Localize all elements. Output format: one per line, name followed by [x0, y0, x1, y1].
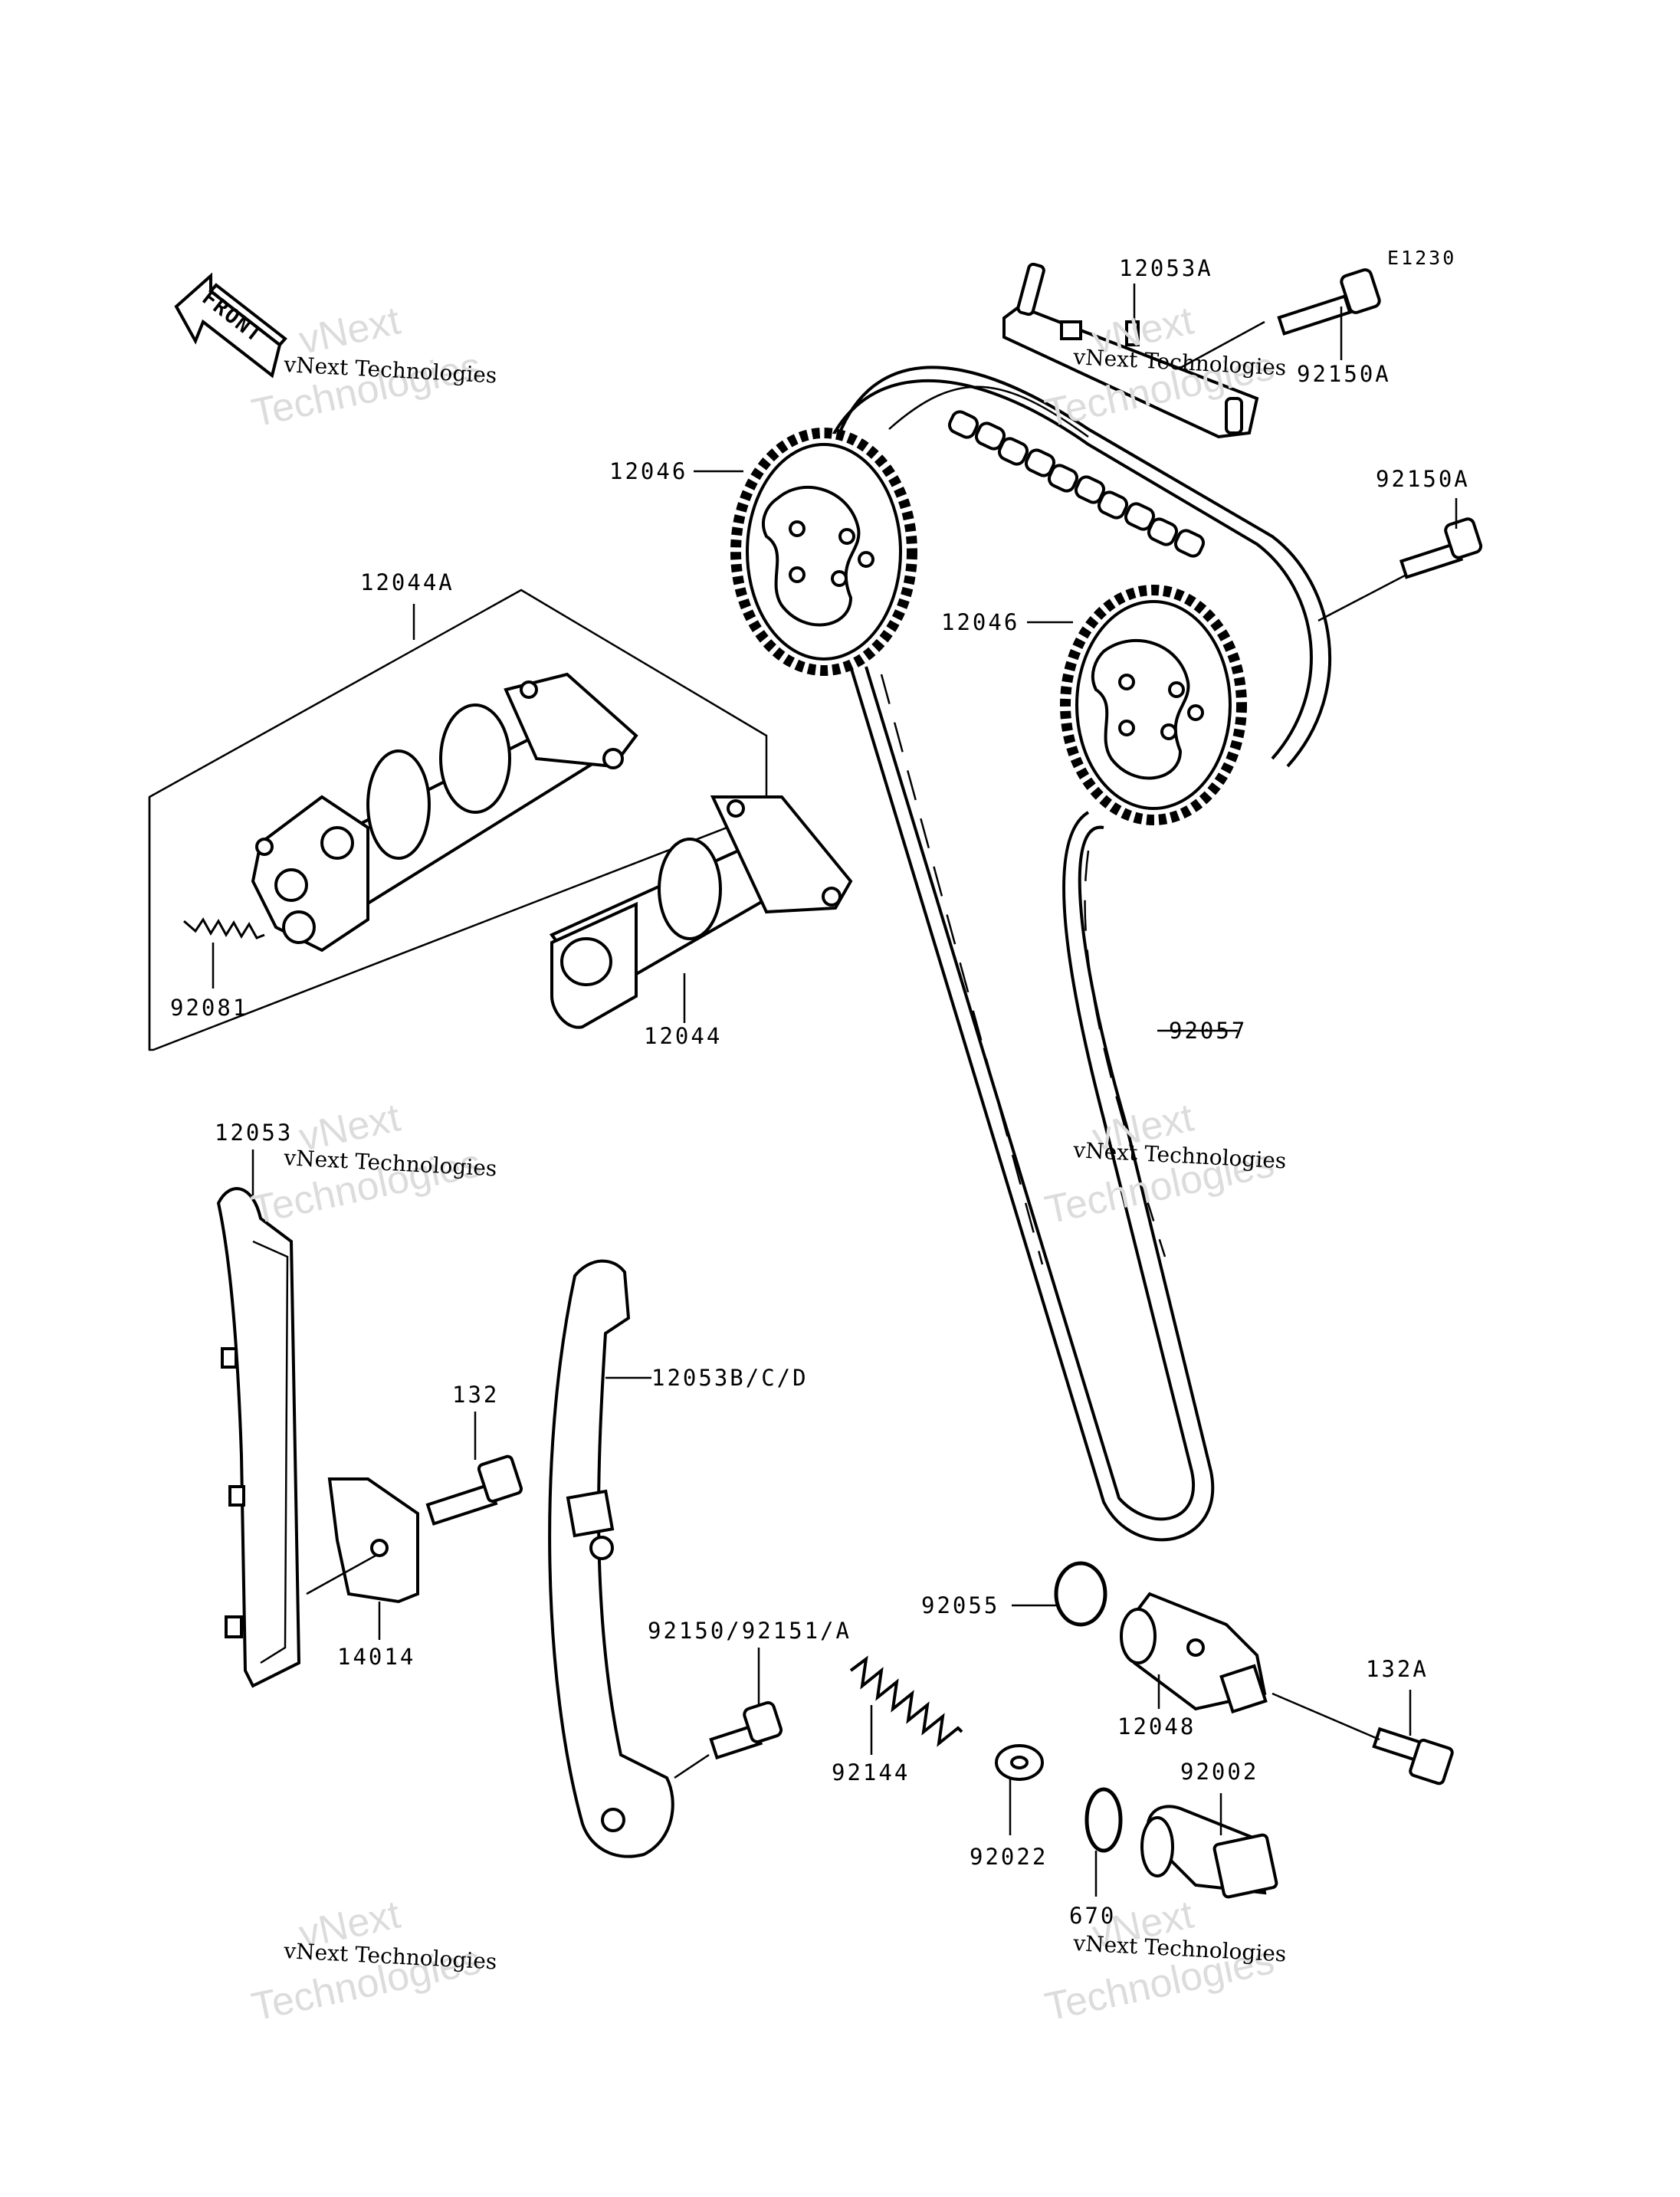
part-label-132A: 132A: [1366, 1656, 1429, 1682]
cap-bolt-92002: [1140, 1805, 1278, 1899]
part-label-92150A-mid: 92150A: [1376, 466, 1470, 492]
part-label-12053BCD: 12053B/C/D: [651, 1365, 809, 1391]
part-label-92150-92151A: 92150/92151/A: [648, 1618, 851, 1644]
part-label-14014: 14014: [337, 1644, 415, 1670]
washer-92022: [995, 1744, 1044, 1781]
chain-guide-12053: [216, 1187, 301, 1688]
pivot-bolt-92150-92151A: [709, 1700, 783, 1760]
part-label-12053: 12053: [215, 1120, 293, 1146]
part-label-92144: 92144: [832, 1759, 910, 1785]
sprocket-12046-mid: [1060, 585, 1247, 825]
part-label-92057: 92057: [1169, 1018, 1247, 1044]
spring-92081: [183, 917, 265, 939]
plate-14014: [327, 1477, 419, 1604]
part-label-132: 132: [452, 1382, 499, 1408]
diagram-code: E1230: [1387, 247, 1456, 269]
front-arrow-icon: FRONT: [174, 272, 287, 379]
cam-chain: [819, 366, 1331, 1542]
o-ring-92055: [1054, 1561, 1107, 1627]
bolt-92150A-mid: [1399, 517, 1483, 579]
part-label-92002: 92002: [1180, 1759, 1258, 1785]
part-label-92081: 92081: [170, 995, 248, 1021]
part-label-92022: 92022: [970, 1844, 1048, 1870]
part-label-92150A-top: 92150A: [1297, 361, 1391, 387]
part-label-12046-top: 12046: [609, 458, 687, 484]
part-label-12053A: 12053A: [1119, 255, 1213, 281]
camshaft-12044: [549, 795, 853, 1029]
part-label-12044: 12044: [644, 1023, 722, 1049]
bolt-92150A-top: [1277, 268, 1381, 336]
part-label-12048: 12048: [1117, 1713, 1196, 1740]
sprocket-12046-top: [730, 428, 917, 676]
spring-92144: [849, 1655, 963, 1747]
camshaft-with-decompressor: [251, 672, 638, 953]
part-label-670: 670: [1069, 1903, 1116, 1929]
part-label-12046-mid: 12046: [941, 609, 1019, 635]
part-label-92055: 92055: [921, 1592, 999, 1618]
o-ring-670: [1084, 1787, 1123, 1853]
tensioner-guide-12053BCD: [548, 1259, 674, 1858]
tensioner-12048: [1120, 1592, 1268, 1714]
chain-links: [947, 410, 1206, 558]
bolt-132: [425, 1454, 523, 1526]
upper-chain-guide: [1002, 262, 1259, 439]
bolt-132A: [1372, 1726, 1454, 1785]
part-label-12044A: 12044A: [360, 569, 454, 595]
